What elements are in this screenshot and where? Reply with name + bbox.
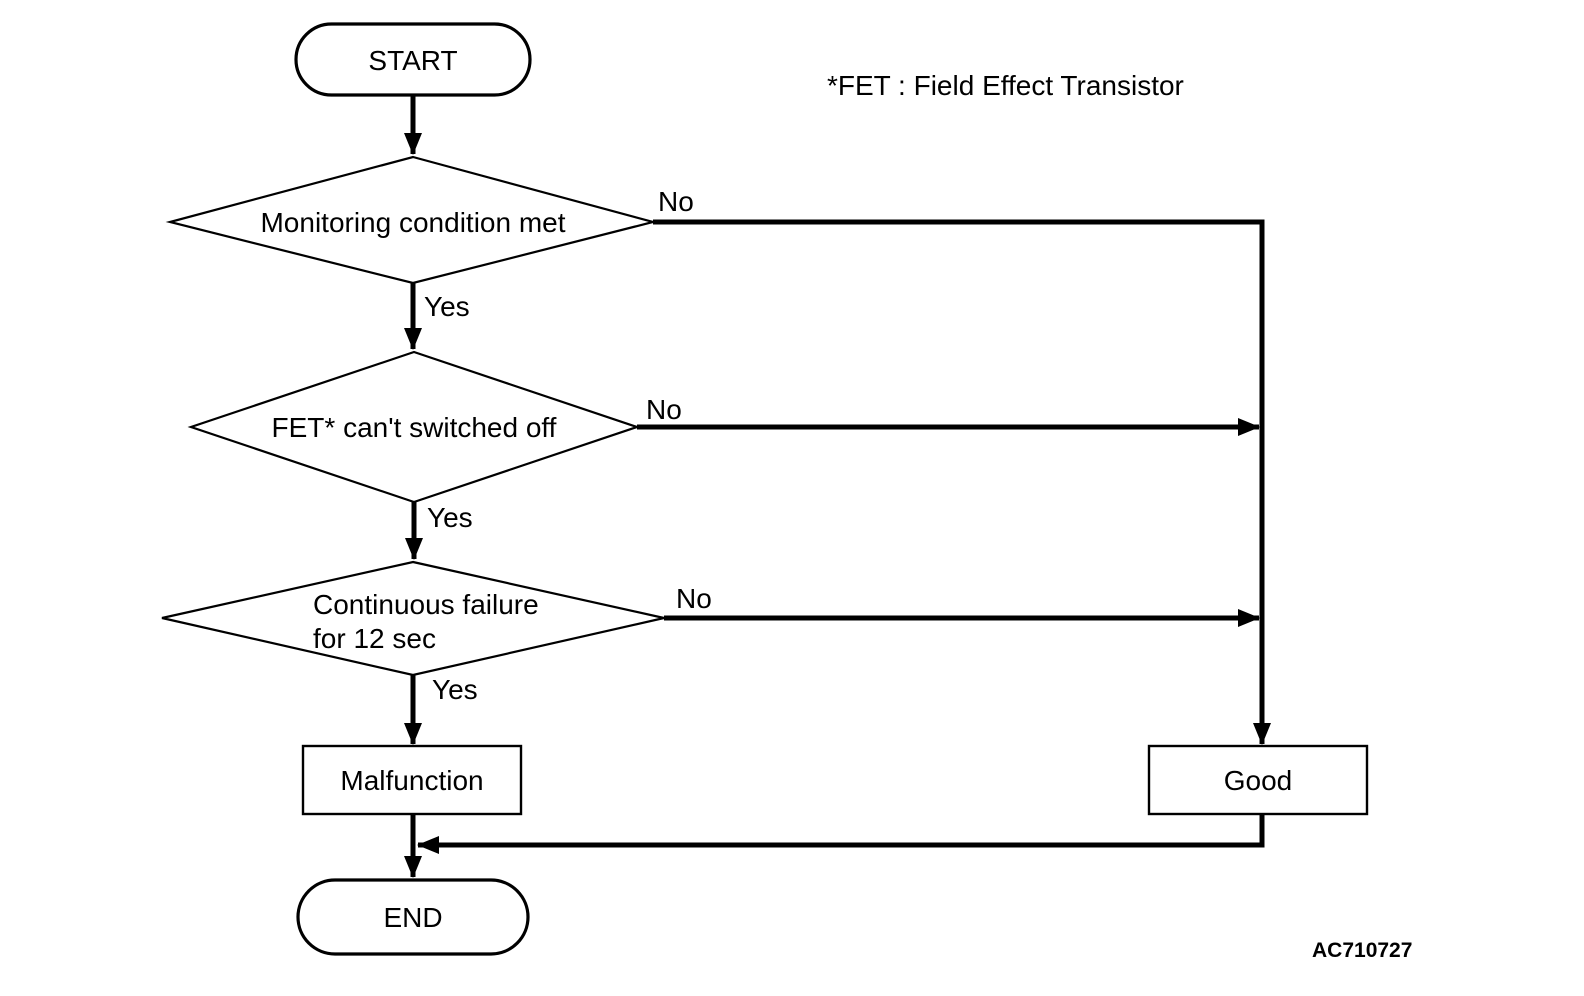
good-box bbox=[1147, 744, 1369, 816]
fet-decision-label: FET* can't switched off bbox=[272, 412, 557, 443]
fet-note: *FET : Field Effect Transistor bbox=[827, 70, 1184, 101]
fet-no-label: No bbox=[646, 394, 682, 425]
monitoring-yes-label: Yes bbox=[424, 291, 470, 322]
malfunction-label: Malfunction bbox=[340, 765, 483, 796]
failure-decision-label-line1: Continuous failure bbox=[313, 589, 539, 620]
start-terminator bbox=[294, 22, 532, 97]
monitoring-no-label: No bbox=[658, 186, 694, 217]
fet-yes-label: Yes bbox=[427, 502, 473, 533]
failure-decision-label-line2: for 12 sec bbox=[313, 623, 436, 654]
edge-good-to-end bbox=[417, 814, 1265, 854]
edge-monitoring-no-to-good bbox=[653, 219, 1271, 745]
monitoring-decision-label: Monitoring condition met bbox=[260, 207, 565, 238]
start-label: START bbox=[368, 45, 457, 76]
end-terminator bbox=[296, 878, 530, 956]
failure-yes-label: Yes bbox=[432, 674, 478, 705]
end-label: END bbox=[383, 902, 442, 933]
fet-decision bbox=[187, 350, 641, 504]
malfunction-box bbox=[301, 744, 523, 816]
failure-no-label: No bbox=[676, 583, 712, 614]
figure-code: AC710727 bbox=[1312, 939, 1412, 962]
failure-decision bbox=[161, 560, 665, 677]
monitoring-decision bbox=[165, 155, 658, 285]
good-label: Good bbox=[1224, 765, 1293, 796]
